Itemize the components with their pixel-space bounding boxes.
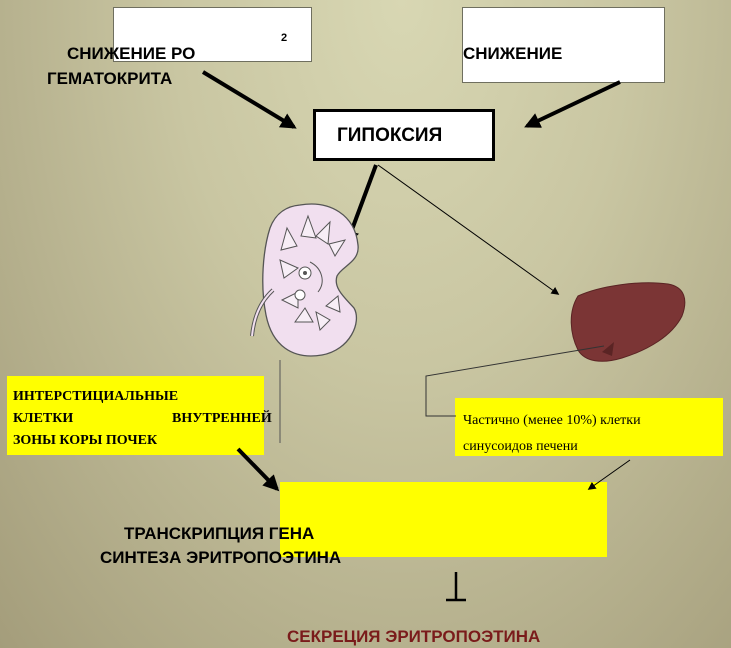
arrow-hypoxia-to-liver [378, 165, 558, 294]
right-cause-label: СНИЖЕНИЕ [463, 44, 562, 64]
liver-cells-line2: синусоидов печени [463, 439, 578, 455]
liver-connector-line [426, 346, 604, 416]
left-cause-line2: ГЕМАТОКРИТА [47, 69, 172, 89]
liver-illustration [571, 283, 685, 362]
liver-cells-line1: Частично (менее 10%) клетки [463, 413, 641, 429]
kidney-cells-line2a: КЛЕТКИ [13, 411, 73, 427]
arrow-right-to-hypoxia [527, 82, 620, 126]
arrow-liver-to-transcription [589, 460, 630, 489]
po2-subscript: 2 [281, 32, 287, 44]
transcription-line2: СИНТЕЗА ЭРИТРОПОЭТИНА [100, 548, 341, 568]
kidney-cells-line2b: ВНУТРЕННЕЙ [172, 411, 272, 427]
left-cause-line1: СНИЖЕНИЕ РО [67, 44, 195, 64]
kidney-cells-line1: ИНТЕРСТИЦИАЛЬНЫЕ [13, 389, 178, 405]
hypoxia-label: ГИПОКСИЯ [337, 125, 442, 147]
arrow-left-to-hypoxia [203, 72, 294, 127]
transcription-line1: ТРАНСКРИПЦИЯ ГЕНА [124, 524, 314, 544]
kidney-illustration [252, 204, 358, 356]
kidney-cells-line3: ЗОНЫ КОРЫ ПОЧЕК [13, 433, 157, 449]
arrow-kidney-to-transcription [238, 449, 277, 489]
secretion-label: СЕКРЕЦИЯ ЭРИТРОПОЭТИНА [287, 627, 540, 647]
